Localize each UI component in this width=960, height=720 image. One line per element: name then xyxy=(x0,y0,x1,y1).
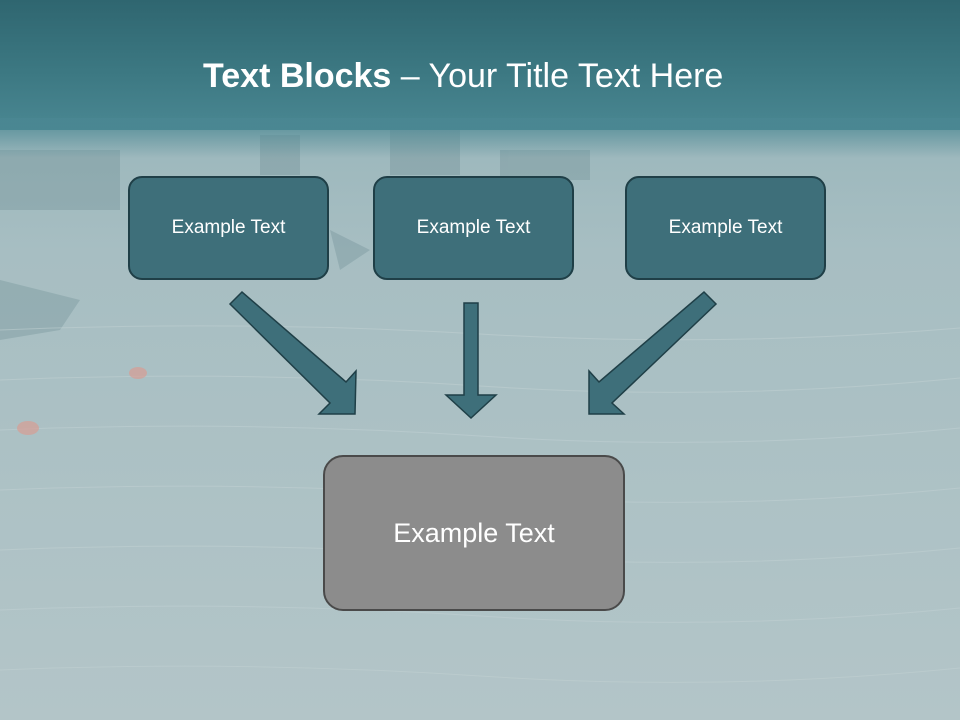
text-block-2-label: Example Text xyxy=(416,217,531,238)
arrow-left xyxy=(228,290,357,415)
text-block-1[interactable]: Example Text xyxy=(128,176,329,280)
text-block-2[interactable]: Example Text xyxy=(373,176,574,280)
slide-title: Text Blocks – Your Title Text Here xyxy=(203,54,723,98)
text-block-1-label: Example Text xyxy=(171,217,286,238)
header-band xyxy=(0,0,960,130)
text-block-3[interactable]: Example Text xyxy=(625,176,826,280)
slide-title-bold: Text Blocks xyxy=(203,57,392,95)
arrow-center xyxy=(444,302,498,420)
header-fade xyxy=(0,118,960,158)
target-block-label: Example Text xyxy=(393,517,555,548)
arrow-right xyxy=(588,290,718,415)
text-block-3-label: Example Text xyxy=(668,217,783,238)
slide-title-rest: – Your Title Text Here xyxy=(391,57,724,95)
target-block[interactable]: Example Text xyxy=(323,455,625,611)
